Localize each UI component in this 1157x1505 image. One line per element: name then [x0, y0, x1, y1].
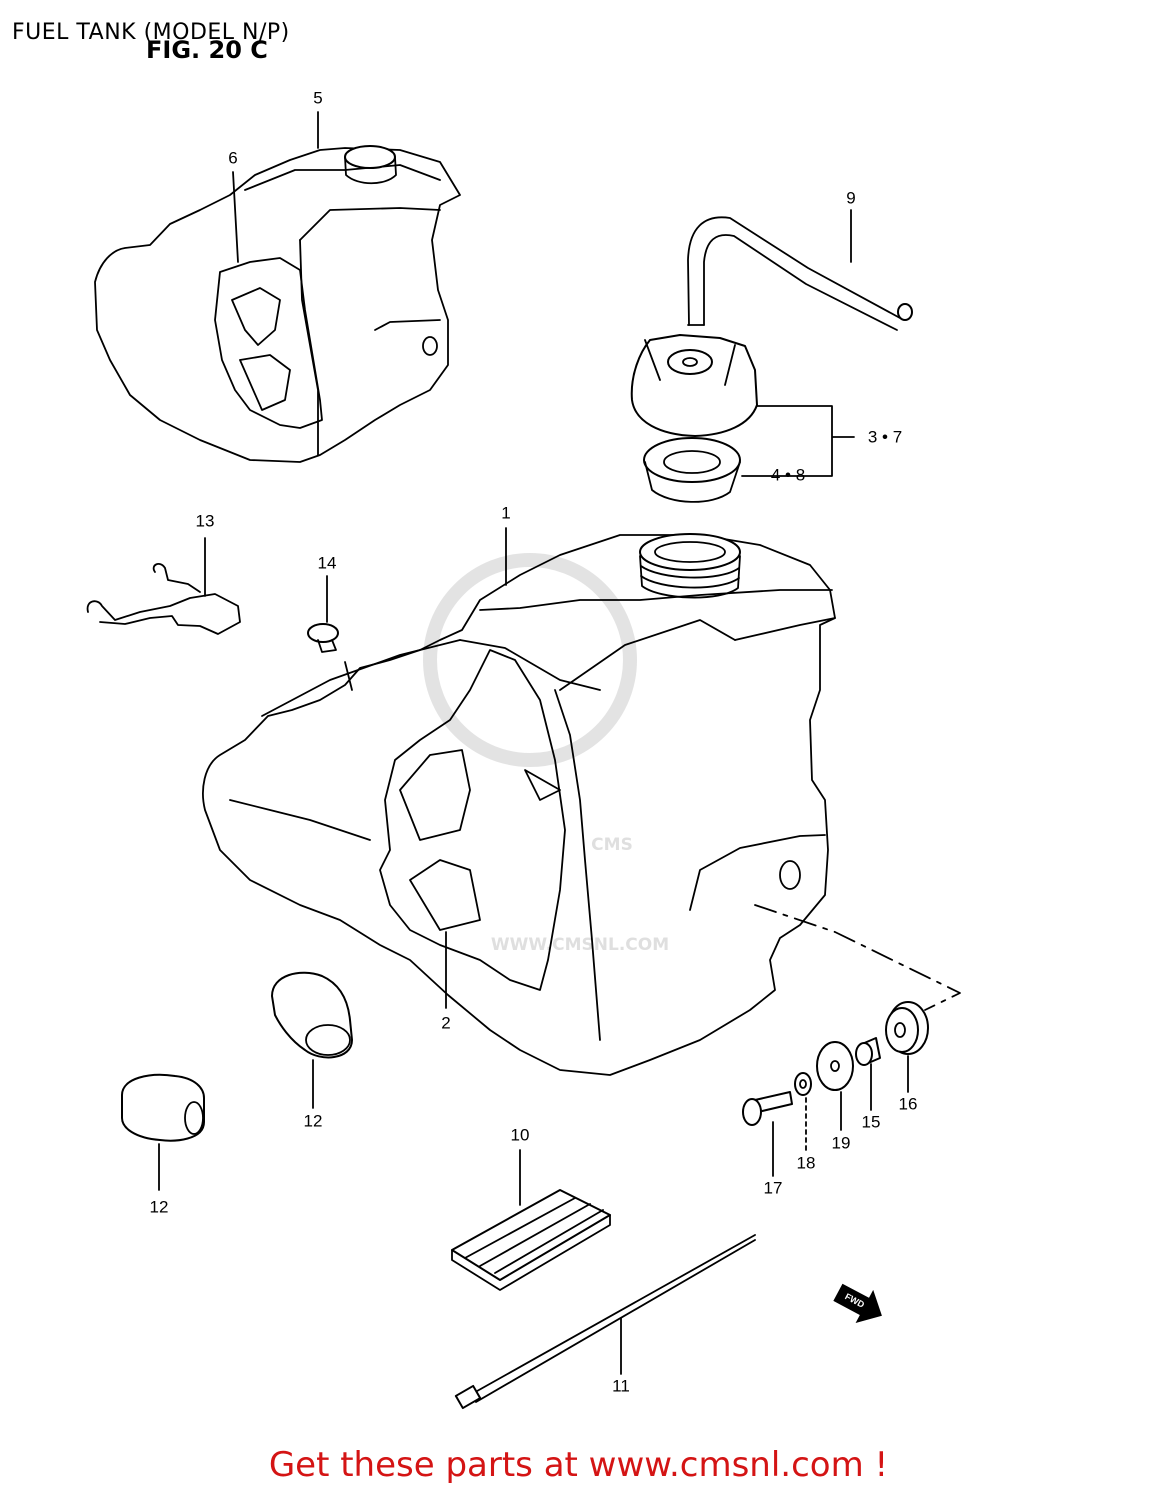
cmsnl-watermark: CMS WWW.CMSNL.COM: [423, 553, 669, 955]
cushion-upper: [271, 971, 353, 1059]
callout-15: 15: [862, 1112, 881, 1131]
callout-5: 5: [313, 88, 322, 107]
callout-3-7: 3 • 7: [868, 427, 902, 446]
callout-1: 1: [501, 503, 510, 522]
callout-11: 11: [612, 1376, 630, 1395]
callout-19: 19: [832, 1133, 851, 1152]
callout-16: 16: [899, 1094, 918, 1113]
watermark-ring: [423, 553, 637, 767]
bolt: [742, 1091, 793, 1126]
callout-12-upper: 12: [304, 1111, 323, 1130]
fuel-cap: [630, 334, 758, 437]
parts-shop-link[interactable]: Get these parts at www.cmsnl.com !: [268, 1445, 889, 1485]
main-fuel-tank: [202, 533, 836, 1076]
tape-strips: [451, 1189, 611, 1291]
cushion-lower: [121, 1073, 205, 1142]
watermark-url: WWW.CMSNL.COM: [491, 935, 669, 955]
callout-6: 6: [228, 148, 237, 167]
screw: [307, 623, 339, 653]
washer-small: [794, 1072, 812, 1096]
assembly-line: [754, 904, 961, 1011]
callout-14: 14: [318, 553, 337, 572]
callout-17: 17: [764, 1178, 783, 1197]
hose-clamp: [86, 563, 241, 635]
grommet: [885, 1001, 929, 1055]
callout-4-8: 4 • 8: [771, 465, 805, 484]
breather-hose: [687, 216, 913, 331]
cap-gasket: [643, 437, 741, 503]
cable-tie: [454, 1234, 756, 1410]
callout-18: 18: [797, 1153, 816, 1172]
collar: [855, 1037, 881, 1066]
fuel-tank-small: [94, 145, 461, 463]
washer-large: [816, 1041, 854, 1091]
callout-10: 10: [511, 1125, 530, 1144]
callout-2: 2: [441, 1013, 450, 1032]
leader-lines: [158, 111, 909, 1375]
watermark-logo: CMS: [591, 835, 633, 855]
callout-13: 13: [196, 511, 215, 530]
forward-arrow-icon: FWD: [833, 1283, 882, 1323]
figure-label: FIG. 20 C: [146, 36, 268, 64]
callout-12-lower: 12: [150, 1197, 169, 1216]
page-title: FUEL TANK (MODEL N/P): [12, 20, 290, 45]
callout-9: 9: [846, 188, 855, 207]
